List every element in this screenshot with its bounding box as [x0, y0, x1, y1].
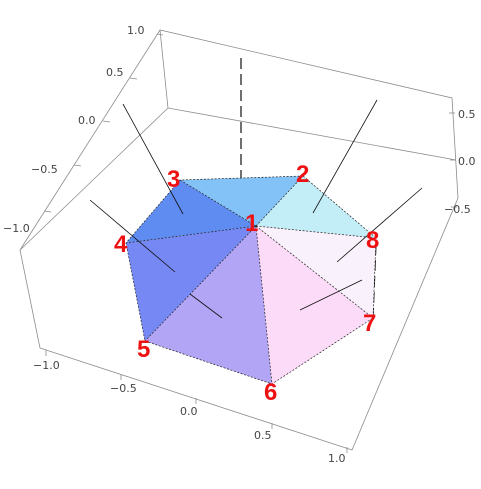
rim-edge	[125, 175, 377, 385]
right-tick-label: 0.0	[458, 155, 476, 168]
spoke-edge	[255, 225, 374, 319]
normal-line	[336, 187, 423, 263]
tick-marks	[43, 33, 457, 453]
vertex-label-3: 3	[167, 166, 180, 193]
left-tickmark	[129, 77, 138, 80]
face-1-7-6	[256, 226, 373, 384]
bottom-tick-label: 1.0	[328, 452, 346, 465]
vertex-label-4: 4	[114, 231, 128, 258]
vertex-label-8: 8	[366, 227, 379, 254]
vertex-label-5: 5	[137, 336, 150, 363]
bottom-tick-label: −1.0	[33, 359, 60, 372]
left-tickmark	[156, 33, 164, 36]
spoke-edge	[255, 175, 304, 227]
left-tickmark	[43, 210, 52, 213]
normal-line	[89, 199, 176, 273]
left-tick-label: −0.5	[31, 163, 58, 176]
box-edge-top-right	[167, 107, 457, 161]
spoke-edge	[144, 225, 257, 342]
vertex-label-7: 7	[363, 310, 376, 337]
face-1-3-2	[180, 176, 303, 226]
vertex-label-2: 2	[296, 161, 309, 188]
box-edge-top-left	[19, 107, 169, 251]
bounding-box	[19, 29, 459, 451]
left-tick-label: 1.0	[127, 24, 145, 37]
face-1-5-4	[126, 226, 256, 341]
face-1-6-5	[145, 226, 272, 384]
left-tickmark	[73, 164, 82, 167]
faces	[126, 176, 376, 384]
left-tick-label: −1.0	[3, 222, 30, 235]
left-tickmark	[102, 120, 111, 123]
normal-line	[312, 99, 378, 214]
right-tick-label: −0.5	[444, 203, 471, 216]
box-edge-back	[159, 29, 169, 109]
left-tick-label: 0.0	[78, 114, 96, 127]
normal-line	[122, 103, 184, 215]
bottom-tick-label: 0.0	[180, 405, 198, 418]
bottom-tick-label: −0.5	[110, 382, 137, 395]
tick-labels: 1.0 0.5 0.0 −0.5 −1.0 −1.0 −0.5 0.0 0.5 …	[3, 24, 476, 465]
face-edges	[125, 175, 377, 385]
bottom-tick-label: 0.5	[254, 429, 272, 442]
face-1-8-7	[256, 226, 376, 318]
spoke-edge	[255, 225, 273, 385]
face-1-4-3	[126, 180, 256, 243]
vertex-label-6: 6	[264, 379, 277, 406]
normal-line	[299, 279, 363, 311]
spoke-edge	[125, 225, 257, 244]
vertex-labels: 1 2 3 4 5 6 7 8	[114, 161, 379, 406]
face-normals	[89, 99, 423, 319]
vertex-label-1: 1	[245, 210, 258, 237]
left-tick-label: 0.5	[106, 66, 124, 79]
normal-line	[189, 293, 223, 319]
right-tick-label: 0.5	[458, 108, 476, 121]
spoke-edge	[179, 179, 257, 227]
